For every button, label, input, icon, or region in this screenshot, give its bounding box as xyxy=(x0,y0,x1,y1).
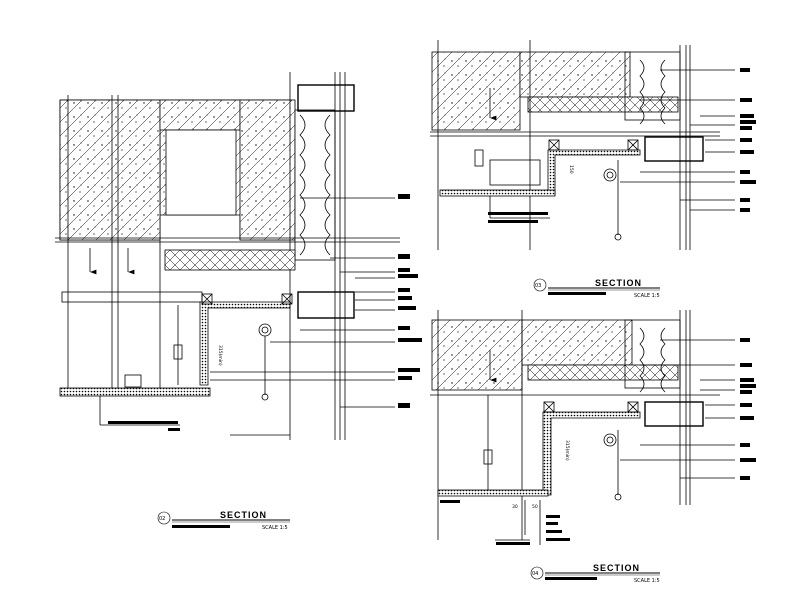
section-number: 02 xyxy=(159,516,165,522)
section-left-title: 02 SECTION SCALE 1:5 xyxy=(157,510,290,531)
section-bottom-right xyxy=(430,310,735,545)
dimension-label: 315(min) xyxy=(564,440,570,461)
dimension-label: 150 xyxy=(568,165,574,174)
section-scale: SCALE 1:5 xyxy=(634,293,660,299)
section-number: 03 xyxy=(535,283,541,289)
section-bottom-right-labels: 30 50 315(min) xyxy=(440,338,756,545)
section-top-right-title: 03 SECTION SCALE 1:5 xyxy=(533,278,660,299)
section-top-right-labels: 150 xyxy=(488,68,756,223)
section-bottom-right-title: 04 SECTION SCALE 1:5 xyxy=(530,563,660,584)
section-number: 04 xyxy=(532,571,538,577)
section-title: SECTION xyxy=(220,510,267,520)
dimension-label: 315(min) xyxy=(217,345,223,366)
dimension-label: 50 xyxy=(532,504,538,510)
section-scale: SCALE 1:5 xyxy=(634,578,660,584)
section-title: SECTION xyxy=(595,278,642,288)
section-left xyxy=(55,72,400,440)
section-left-labels: 315(min) xyxy=(108,194,422,431)
section-scale: SCALE 1:5 xyxy=(262,525,288,531)
section-top-right xyxy=(430,40,735,250)
section-title: SECTION xyxy=(593,563,640,573)
dimension-label: 30 xyxy=(512,504,518,510)
